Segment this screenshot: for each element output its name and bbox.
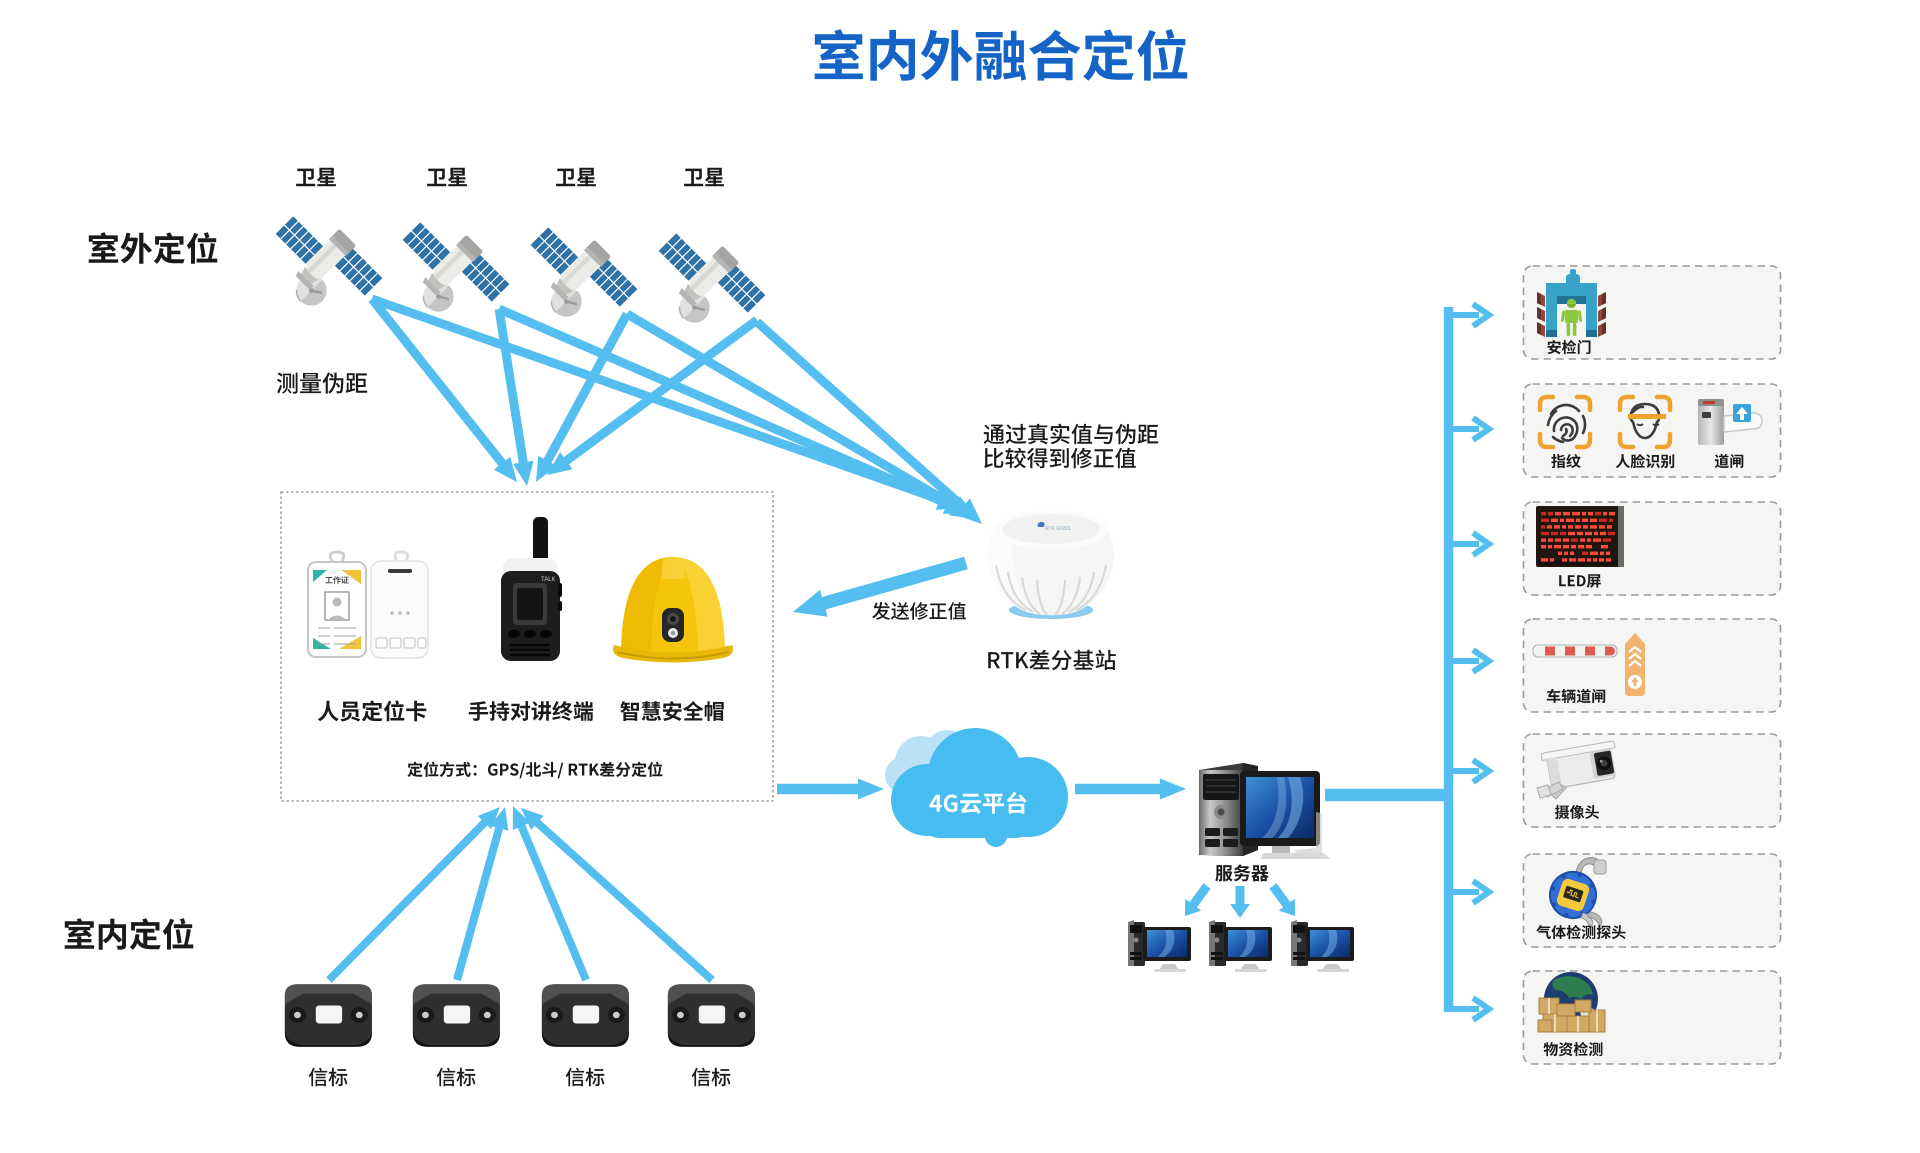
svg-text:TALK: TALK xyxy=(541,577,556,583)
svg-text:RTK GNSS: RTK GNSS xyxy=(1045,526,1071,532)
